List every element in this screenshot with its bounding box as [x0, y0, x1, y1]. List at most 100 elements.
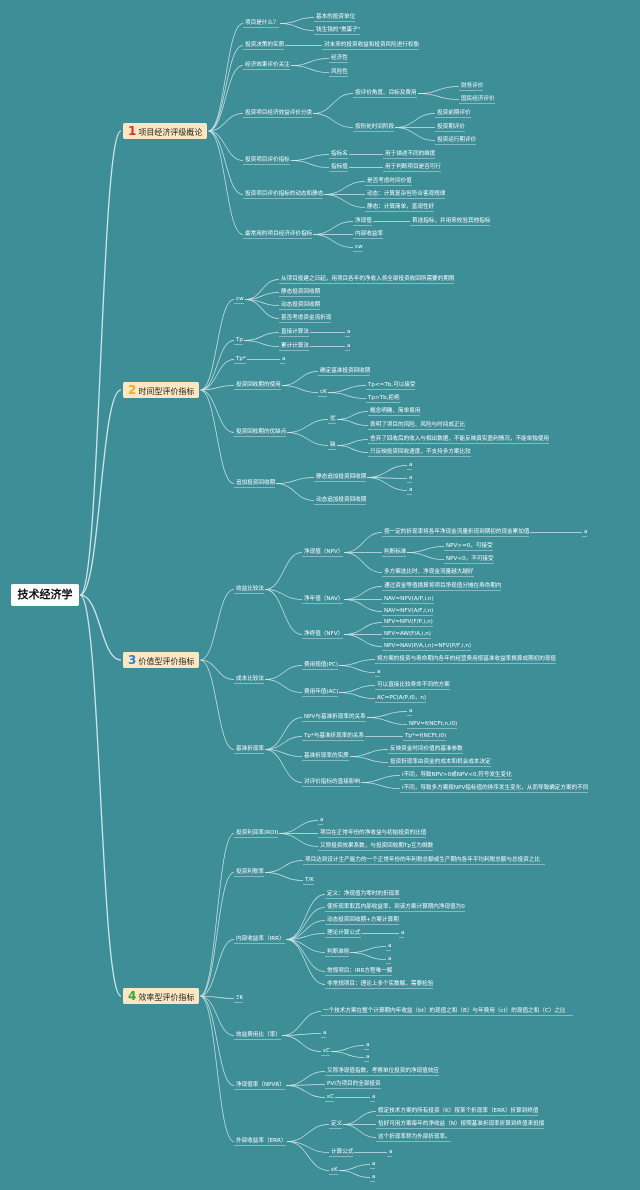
node-p5b1[interactable]: 用于判断项目是否可行 — [385, 164, 441, 170]
node-r1c2[interactable]: NFV=AW(F/A,i,n) — [384, 631, 431, 637]
node-r3a2[interactable]: NPV=f(NCFt,n,i0) — [409, 721, 458, 727]
node-r3c2[interactable]: 投资折现率由资金的成本和机会成本决定 — [390, 759, 491, 765]
node-r1b1[interactable]: 通过资金等值换算将项目净现值分摊在寿命期内 — [384, 583, 502, 589]
node-q2a1[interactable]: a — [347, 329, 351, 335]
node-q6a2[interactable]: a — [409, 475, 413, 481]
node-q6a[interactable]: 静态追加投资回收期 — [316, 474, 367, 480]
node-q5a[interactable]: 优 — [330, 416, 336, 422]
node-r1a3[interactable]: 多方案选比时，净现金流量越大越好 — [384, 569, 474, 575]
node-s7a[interactable]: 定义 — [331, 1121, 343, 1127]
node-q4b1[interactable]: Tp<=Tb,可以接受 — [368, 382, 416, 388]
node-p7[interactable]: 最常用的项目经济评价指标 — [245, 231, 313, 237]
node-q5b1[interactable]: 舍弃了回收后的收入与相出数据，不能反映真实盈利情况，不能单独使用 — [370, 436, 550, 442]
node-r3b[interactable]: Tp*与基准折现率的关系 — [304, 733, 365, 739]
node-r1b3[interactable]: NAV=NFV(A/F,i,n) — [384, 608, 434, 614]
node-s7c1[interactable]: a — [372, 1161, 376, 1167]
node-s5[interactable]: 效益费用比（率） — [236, 1032, 281, 1038]
node-r1c1[interactable]: NFV=NPV(F/P,i,n) — [384, 619, 433, 625]
node-q6a3[interactable]: a — [409, 487, 413, 493]
node-p6c[interactable]: 静态：计算简单，直观性好 — [367, 204, 435, 210]
root-node[interactable]: 技术经济学 — [11, 584, 79, 606]
node-s3b[interactable]: 使折现率取其内部收益率，到该方案计算期内净现值为0 — [327, 904, 465, 910]
node-s3e[interactable]: 判断准则 — [327, 949, 350, 955]
node-p7c[interactable]: cw — [355, 244, 363, 250]
node-p2a[interactable]: 对未来的投资收益和投资风险进行权衡 — [324, 42, 420, 48]
node-s7c2[interactable]: a — [372, 1174, 376, 1180]
node-r3c1[interactable]: 反映资金时间价值的基准参数 — [390, 746, 463, 752]
node-q5a1[interactable]: 概念明确、简单易用 — [370, 408, 421, 414]
node-s3g[interactable]: 非常规项目：理论上多个实数解，需要检验 — [327, 981, 434, 987]
node-r3c[interactable]: 基准折现率的实质 — [304, 753, 349, 759]
node-s7a1[interactable]: 假定技术方案的所有投资（K）按某个折现率（ERR）折算到终值 — [378, 1108, 539, 1114]
node-s7c[interactable]: εK — [331, 1167, 338, 1173]
node-r2b2[interactable]: AC=PC(A/P,i0，n) — [377, 695, 427, 701]
node-p4b[interactable]: 按所处时间阶段 — [355, 124, 395, 130]
node-q1c[interactable]: 动态投资回收期 — [281, 302, 321, 308]
node-r3b1[interactable]: Tp*=f(NCFt,i0) — [405, 733, 447, 739]
node-s3d[interactable]: 理论计算公式 — [327, 930, 361, 936]
node-p3b[interactable]: 风险性 — [331, 69, 348, 75]
node-r1c[interactable]: 净终值（NFV） — [304, 631, 344, 637]
node-r1a1[interactable]: 按一定的折现率将各年净现金流量折现到期初的现金累加值 — [384, 529, 530, 535]
node-p3[interactable]: 经济效果评价关注 — [245, 62, 290, 68]
node-q5b2[interactable]: 只反映投资回收速度，不支持多方案比较 — [370, 449, 471, 455]
node-p7a[interactable]: 净现值 — [355, 218, 372, 224]
node-s6a[interactable]: 又称净现值指数，考察单位投资的净现值效应 — [327, 1068, 439, 1074]
node-p7b[interactable]: 内部收益率 — [355, 231, 383, 237]
node-r1a1x[interactable]: a — [584, 529, 588, 535]
node-q6b[interactable]: 动态追加投资回收期 — [316, 497, 367, 503]
node-q4[interactable]: 投资回收期的使用 — [236, 382, 281, 388]
node-q1d[interactable]: 甚否考虑资金流折现 — [281, 315, 332, 321]
node-q3[interactable]: Tp* — [236, 356, 246, 362]
node-p5a1[interactable]: 用于描述不同的维度 — [385, 151, 436, 157]
node-q2b1[interactable]: a — [347, 343, 351, 349]
node-q5[interactable]: 投资回收期的优缺点 — [236, 429, 287, 435]
node-s1c[interactable]: 又称投资效果系数，与投资回收期Tp互为倒数 — [320, 843, 434, 849]
node-r3a[interactable]: NPV与基准折现率的关系 — [304, 714, 366, 720]
node-p4a1[interactable]: 财务评价 — [461, 83, 484, 89]
node-r1b2[interactable]: NAV=NPV(A/P,i,n) — [384, 596, 434, 602]
node-q4b[interactable]: cK — [320, 389, 327, 395]
node-q6a1[interactable]: a — [409, 462, 413, 468]
node-p5[interactable]: 投资项目评价指标 — [245, 157, 290, 163]
node-s2a[interactable]: 项目达到设计生产能力的一个正常年份的年利税总额或生产期内各年平均利税总额与总投资… — [305, 857, 540, 863]
node-p7a1[interactable]: 首选指标，并用来校验其他指标 — [412, 218, 491, 224]
node-r1a[interactable]: 净现值（NPV） — [304, 549, 344, 555]
node-s7b[interactable]: 计算公式 — [331, 1149, 354, 1155]
node-s2[interactable]: 投资利税率 — [236, 869, 264, 875]
node-p2[interactable]: 投资决策的实质 — [245, 42, 285, 48]
node-r3d2[interactable]: i不同，导致多方案按NPV指标值的排序发生变化，从而导致确定方案的不同 — [402, 785, 589, 791]
node-s7b1[interactable]: a — [389, 1149, 393, 1155]
node-r2[interactable]: 成本比较法 — [236, 676, 264, 682]
node-q5b[interactable]: 缺 — [330, 442, 336, 448]
node-s5b[interactable]: a — [323, 1030, 327, 1036]
node-p4b3[interactable]: 投资运行期评价 — [437, 137, 477, 143]
node-s5c1[interactable]: a — [366, 1042, 370, 1048]
node-s6b[interactable]: PVI为项目的全部投资 — [327, 1081, 381, 1087]
node-s5c[interactable]: εC — [323, 1048, 330, 1054]
node-p4[interactable]: 投资项目经济效益评价分类 — [245, 110, 313, 116]
node-q4a[interactable]: 确定基准投资回收期 — [320, 368, 371, 374]
node-p1a[interactable]: 基本的投资单位 — [316, 14, 356, 20]
node-q1[interactable]: cw — [236, 296, 244, 302]
node-r2a2[interactable]: a — [377, 669, 381, 675]
node-s6c1[interactable]: a — [372, 1094, 376, 1100]
node-p4b2[interactable]: 投资期评价 — [437, 124, 465, 130]
node-q1a[interactable]: 从项目投建之日起，用项目各年的净收入将全部投资收回所需要的期限 — [281, 276, 455, 282]
node-p6[interactable]: 投资项目评价指标的动态和静态 — [245, 191, 324, 197]
node-s3e2[interactable]: a — [388, 956, 392, 962]
node-s7a3[interactable]: 这个折现率称为外部折现率。 — [378, 1134, 451, 1140]
node-p3a[interactable]: 经济性 — [331, 55, 348, 61]
node-p5a[interactable]: 指标名 — [331, 151, 348, 157]
node-s7a2[interactable]: 恰好可用方案每年的净收益（N）按照基准折现率折算到终值来抵偿 — [378, 1121, 545, 1127]
node-r1a2a[interactable]: NPV>=0，可接受 — [446, 543, 493, 549]
node-q4b2[interactable]: Tp>Tb,拒绝 — [368, 395, 400, 401]
node-q6[interactable]: 追加投资回收期 — [236, 480, 276, 486]
node-r2a1[interactable]: 将方案的投资与寿命期内各年的经营费用按基准收益率换算成期初的现值 — [377, 656, 557, 662]
node-r2b[interactable]: 费用年值(AC) — [304, 689, 339, 695]
node-s3a[interactable]: 定义：净现值为零时的折现率 — [327, 891, 400, 897]
node-q1b[interactable]: 静态投资回收期 — [281, 289, 321, 295]
node-s2b[interactable]: T/K — [305, 877, 314, 883]
